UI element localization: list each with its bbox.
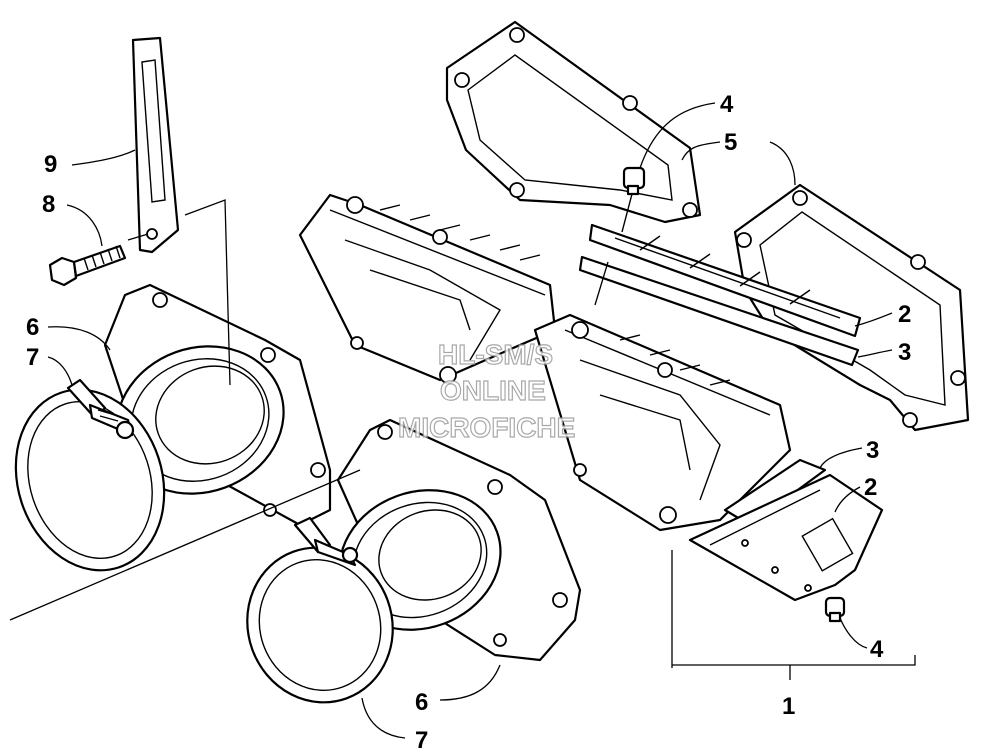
callout-2-upper: 2 [898,301,911,328]
callout-4-upper: 4 [720,91,734,118]
watermark-line-1: HL-SM/S [438,339,553,370]
callout-7-lower: 7 [415,727,428,752]
callout-6-upper: 6 [26,314,39,341]
callout-1: 1 [782,693,795,720]
callout-3-upper: 3 [898,339,911,366]
callout-8: 8 [42,191,55,218]
reed-cage-lower [533,313,792,532]
assembly-guide-lines [9,199,609,621]
callout-6-lower: 6 [415,689,428,716]
clamp-lower [246,516,394,704]
reed-plate-lower [688,458,884,602]
callout-3-lower: 3 [866,437,879,464]
gasket-lower [733,183,970,432]
watermark-line-2: ONLINE [440,375,546,406]
callout-2-lower: 2 [864,474,877,501]
callout-9: 9 [44,151,57,178]
callout-labels: 1 2 3 3 2 4 4 5 6 6 7 7 8 9 [26,91,911,752]
gasket-upper [445,20,702,224]
callout-leaders [47,102,916,739]
bolt [48,244,127,287]
screw-lower [824,596,846,623]
callout-5: 5 [724,129,737,156]
reed-plate-upper [578,223,862,367]
callout-7-upper: 7 [26,344,39,371]
strap [131,36,180,254]
clamp-upper [14,378,166,572]
callout-4-lower: 4 [870,636,884,663]
adapter-upper [103,283,332,527]
screw-upper [621,166,646,233]
watermark-line-3: MICROFICHE [398,412,575,443]
watermark: HL-SM/S ONLINE MICROFICHE [397,338,576,443]
